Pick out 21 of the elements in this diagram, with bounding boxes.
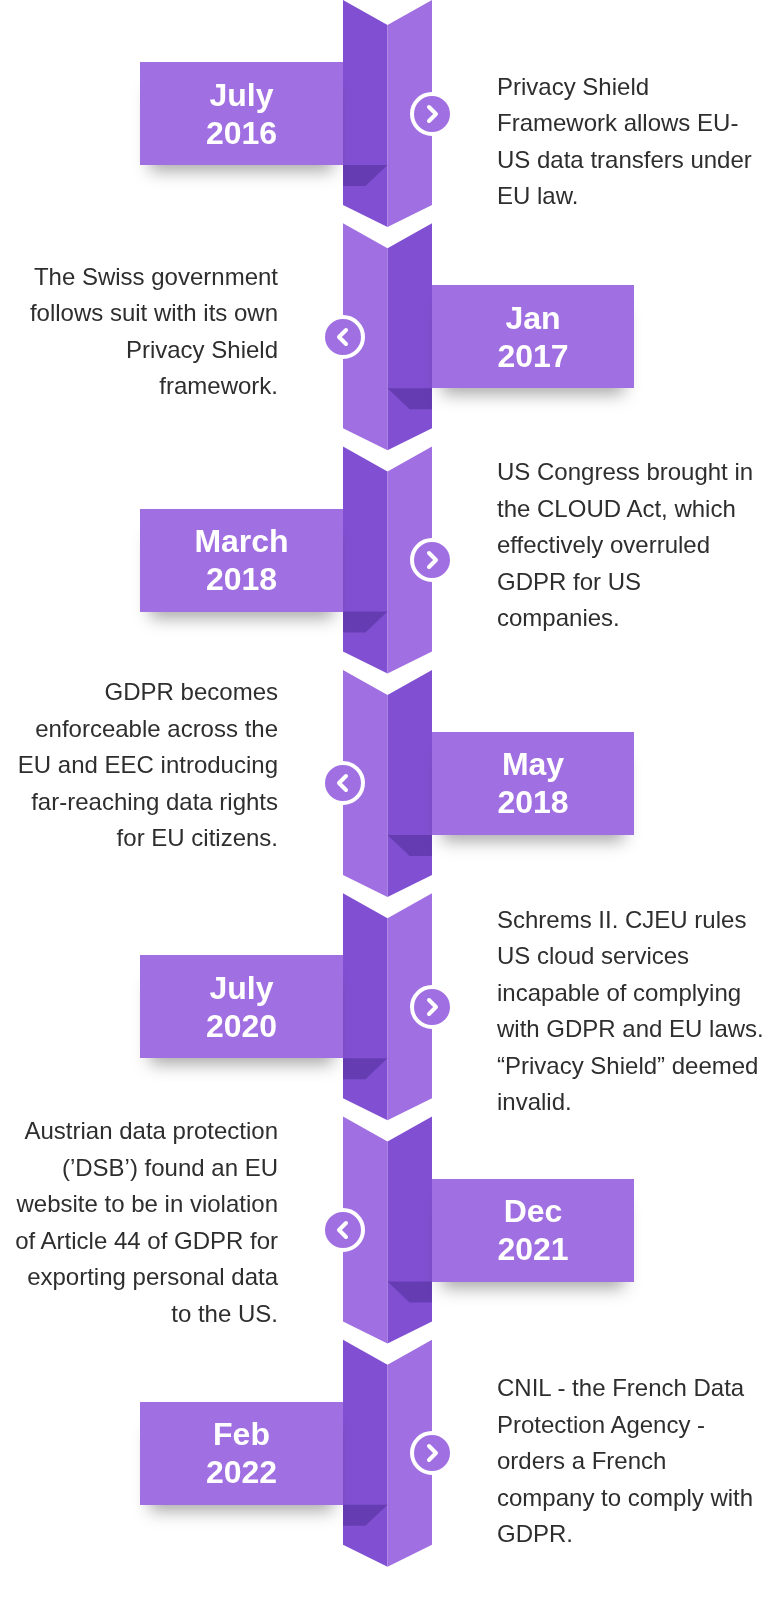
- date-tab: [140, 62, 343, 165]
- date-tab: [140, 508, 343, 612]
- event-description: Austrian data protection (’DSB’) found an EU website to be in violation of Article 44 of GDPR for exporting personal data to the US.: [14, 1115, 278, 1328]
- date-tab: [140, 1401, 343, 1505]
- date-tab: [432, 285, 634, 389]
- event-description: The Swiss government follows suit with its own Privacy Shield framework.: [28, 261, 278, 402]
- date-label: July 2016: [205, 75, 278, 152]
- date-tab: [432, 731, 634, 835]
- event-description: Schrems II. CJEU rules US cloud services incapable of complying with GDPR and EU laws. “Privacy Shield” deemed invalid.: [497, 904, 765, 1117]
- date-label: July 2020: [205, 968, 278, 1045]
- date-label: Feb 2022: [205, 1415, 278, 1492]
- date-tab: [140, 955, 343, 1059]
- date-label: Dec 2021: [497, 1192, 569, 1268]
- date-label: May 2018: [497, 745, 569, 822]
- event-description: GDPR becomes enforceable across the EU and EEC introducing far-reaching data rights for EU citizens.: [16, 677, 278, 854]
- event-description: US Congress brought in the CLOUD Act, which effectively overruled GDPR for US companies.: [497, 456, 755, 633]
- event-description: Privacy Shield Framework allows EU-US data transfers under EU law.: [497, 71, 753, 211]
- date-label: March 2018: [194, 522, 289, 599]
- date-label: Jan 2017: [497, 298, 569, 375]
- event-description: CNIL - the French Data Protection Agency - orders a French company to comply with GDPR.: [497, 1373, 755, 1550]
- date-tab: [432, 1178, 634, 1282]
